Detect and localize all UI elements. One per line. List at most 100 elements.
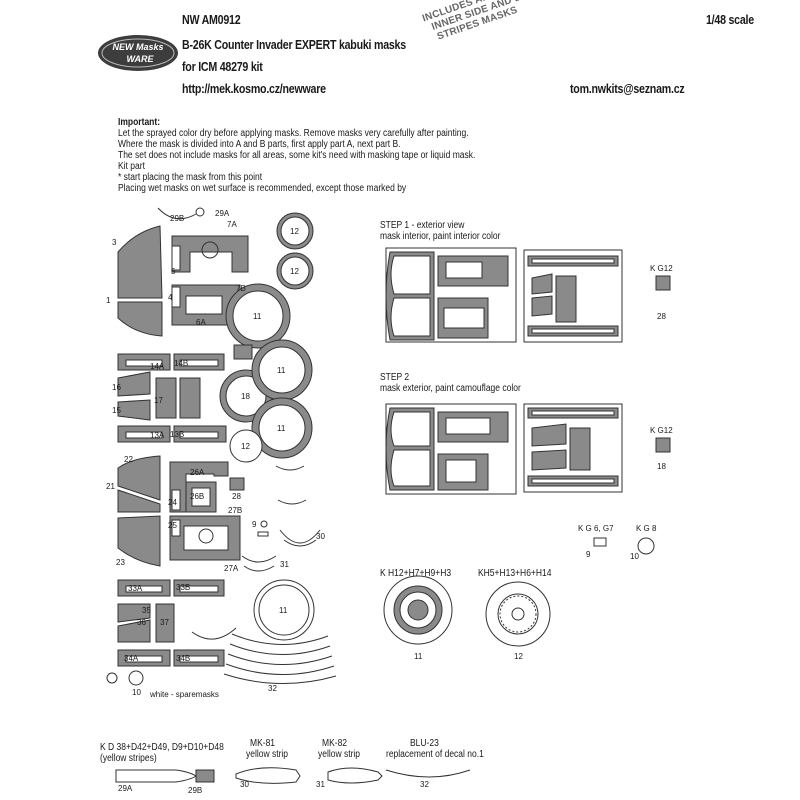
label-30: 30 bbox=[316, 532, 325, 541]
mask-35 bbox=[117, 603, 151, 623]
label-27b: 27B bbox=[228, 506, 243, 515]
label-26a: 26A bbox=[190, 468, 205, 477]
mask-29b-lower bbox=[191, 627, 237, 640]
mask-29a-arc bbox=[275, 465, 305, 471]
spare-10-label: 10 bbox=[132, 688, 141, 697]
label-18: 18 bbox=[241, 392, 250, 401]
label-36: 36 bbox=[137, 618, 146, 627]
footer-30: 30 bbox=[240, 780, 249, 789]
mask-16 bbox=[117, 371, 151, 397]
label-23: 23 bbox=[116, 558, 125, 567]
label-33b: 33B bbox=[176, 583, 191, 592]
wheel-left-label: K H12+H7+H9+H3 bbox=[380, 568, 452, 579]
mask-17 bbox=[155, 377, 177, 419]
label-28: 28 bbox=[232, 492, 241, 501]
label-1: 1 bbox=[106, 296, 111, 305]
label-22: 22 bbox=[124, 455, 133, 464]
kg6-num: 9 bbox=[586, 550, 591, 559]
label-21: 21 bbox=[106, 482, 115, 491]
spare-label: white - sparemasks bbox=[150, 690, 219, 699]
mask-7a bbox=[171, 235, 249, 273]
label-7a: 7A bbox=[227, 220, 237, 229]
label-29a: 29A bbox=[215, 209, 230, 218]
label-4: 4 bbox=[168, 293, 173, 302]
kg8-num: 10 bbox=[630, 552, 639, 561]
blu-label: BLU-23 bbox=[410, 738, 439, 749]
label-26b: 26B bbox=[190, 492, 205, 501]
spare-10 bbox=[128, 670, 144, 686]
label-17: 17 bbox=[154, 396, 163, 405]
footer-32: 32 bbox=[420, 780, 429, 789]
mask-center-ring bbox=[201, 241, 219, 259]
wheel-right-label: KH5+H13+H6+H14 bbox=[478, 568, 552, 579]
product-code: NW AM0912 bbox=[182, 12, 241, 27]
mask-26b bbox=[185, 481, 217, 513]
mask-32-arcs bbox=[231, 633, 329, 646]
mask-29a-ring bbox=[195, 207, 205, 217]
step2-title: STEP 2 bbox=[380, 372, 410, 383]
wheel-right-num: 12 bbox=[514, 652, 523, 661]
ring-12-c bbox=[229, 429, 263, 463]
label-33a: 33A bbox=[128, 584, 143, 593]
blu-sub: replacement of decal no.1 bbox=[386, 749, 484, 760]
kg12-label: K G12 bbox=[650, 264, 673, 273]
blu23-arc bbox=[385, 769, 471, 778]
label-34a: 34A bbox=[124, 654, 139, 663]
mask-26a bbox=[169, 461, 229, 513]
label-12c: 12 bbox=[241, 442, 250, 451]
mask-4 bbox=[171, 286, 181, 308]
mask-31-arc bbox=[241, 555, 277, 563]
email-link[interactable]: tom.nwkits@seznam.cz bbox=[570, 81, 685, 96]
footer-29a: 29A bbox=[118, 784, 133, 793]
kit-reference: for ICM 48279 kit bbox=[182, 59, 263, 74]
label-24: 24 bbox=[168, 498, 177, 507]
mask-15 bbox=[117, 399, 151, 421]
label-14a: 14A bbox=[150, 362, 165, 371]
label-31: 31 bbox=[280, 560, 289, 569]
spare-9 bbox=[106, 672, 118, 684]
label-11b: 11 bbox=[277, 366, 286, 375]
label-37: 37 bbox=[160, 618, 169, 627]
note-line: Placing wet masks on wet surface is reco… bbox=[118, 183, 407, 194]
newware-logo: NEW Masks WARE bbox=[96, 32, 180, 74]
label-5: 5 bbox=[171, 267, 176, 276]
label-35: 35 bbox=[142, 606, 151, 615]
kg12b-label: K G12 bbox=[650, 426, 673, 435]
label-12b: 12 bbox=[290, 267, 299, 276]
label-3: 3 bbox=[112, 238, 117, 247]
label-13b: 13B bbox=[170, 430, 185, 439]
mask-5 bbox=[171, 245, 181, 271]
kd-sub: (yellow stripes) bbox=[100, 753, 157, 764]
label-9: 9 bbox=[252, 520, 257, 529]
wheel-left bbox=[383, 575, 453, 645]
label-7b: 7B bbox=[236, 284, 246, 293]
label-29b: 29B bbox=[170, 214, 185, 223]
mask-23 bbox=[117, 515, 161, 567]
mask-1 bbox=[117, 301, 163, 337]
mask-30-arc bbox=[279, 529, 321, 544]
kg12-num: 28 bbox=[657, 312, 666, 321]
bomb-kd bbox=[115, 769, 197, 783]
mk82-sub: yellow strip bbox=[318, 749, 361, 760]
website-link[interactable]: http://mek.kosmo.cz/newware bbox=[182, 81, 326, 96]
step1-subtitle: mask interior, paint interior color bbox=[380, 231, 501, 242]
footer-29b: 29B bbox=[188, 786, 203, 795]
label-27a: 27A bbox=[224, 564, 239, 573]
label-13a: 13A bbox=[150, 431, 165, 440]
mask-36 bbox=[117, 619, 151, 643]
mask-24 bbox=[171, 489, 181, 511]
wheel-right bbox=[485, 581, 551, 647]
note-line: Kit part bbox=[118, 161, 145, 172]
mask-28 bbox=[229, 477, 245, 491]
mask-29b-arc2 bbox=[277, 499, 307, 505]
label-34b: 34B bbox=[176, 654, 191, 663]
kg6-part bbox=[593, 537, 607, 547]
label-15: 15 bbox=[112, 406, 121, 415]
mask-22 bbox=[117, 455, 161, 501]
mask-25 bbox=[171, 519, 181, 537]
footer-31: 31 bbox=[316, 780, 325, 789]
mk82-label: MK-82 bbox=[322, 738, 348, 749]
label-12a: 12 bbox=[290, 227, 299, 236]
kg6-label: K G 6, G7 bbox=[578, 524, 614, 533]
